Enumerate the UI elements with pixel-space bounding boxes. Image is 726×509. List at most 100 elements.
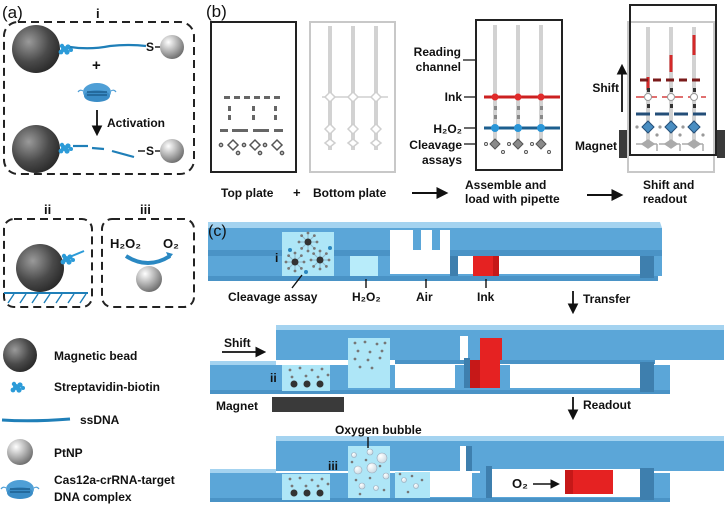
ptnp-dot xyxy=(306,231,310,235)
legend: Magnetic bead Streptavidin-biotin ssDNA … xyxy=(0,338,175,504)
catalysis-arrow xyxy=(124,254,172,265)
magnetic-bead-dot xyxy=(316,489,324,497)
ptnp-dot xyxy=(382,488,386,492)
streptavidin-biotin-icon xyxy=(10,381,25,393)
ptnp-dot xyxy=(309,258,313,262)
ptnp-dot xyxy=(306,249,310,253)
oxygen-bubble xyxy=(382,472,390,480)
legend-label: PtNP xyxy=(54,446,83,460)
panel-a-label: (a) xyxy=(2,3,23,22)
cleavage-assays-label: Cleavage xyxy=(409,138,462,152)
streptavidin-biotin-icon xyxy=(58,142,73,154)
ptnp-dot xyxy=(410,474,414,478)
oxygen-bubble xyxy=(413,483,419,489)
step-shift-readout: Shift and xyxy=(643,178,694,192)
legend-item: Streptavidin-biotin xyxy=(10,380,160,394)
ptnp-dot xyxy=(316,484,320,488)
ptnp-dot xyxy=(290,484,294,488)
ptnp-dot xyxy=(310,368,314,372)
ptnp-dot xyxy=(350,460,354,464)
oxygen-bubble xyxy=(358,482,366,490)
h2o2-label: H₂O₂ xyxy=(433,122,462,136)
ptnp-dot xyxy=(320,477,324,481)
ptnp-dot xyxy=(356,349,360,353)
oxygen-bubble xyxy=(401,477,407,483)
magnetic-bead-dot xyxy=(316,256,324,264)
ptnp-dot xyxy=(293,251,297,255)
ptnp-dot xyxy=(284,260,288,264)
cas12a-complex-icon xyxy=(0,479,40,500)
ptnp-dot xyxy=(312,246,316,250)
legend-label: Streptavidin-biotin xyxy=(54,380,160,394)
magnet-block xyxy=(619,130,627,158)
ptnp-dot xyxy=(358,365,362,369)
ptnp-dot xyxy=(300,246,304,250)
legend-item: Magnetic bead xyxy=(3,338,137,372)
magnetic-bead-dot xyxy=(291,258,299,266)
ptnp-dot xyxy=(406,490,410,494)
panel-b-label: (b) xyxy=(206,2,227,21)
step-assemble: Assemble and xyxy=(465,178,546,192)
legend-label: DNA complex xyxy=(54,490,132,504)
sub-iii-label: iii xyxy=(328,459,338,473)
cleaved-dna-fragment xyxy=(111,149,135,159)
panel-a: (a) i S + Activation S ii xyxy=(2,3,195,308)
magnetic-bead-icon xyxy=(3,338,37,372)
sub-iii-label: iii xyxy=(140,202,151,217)
ptnp-icon xyxy=(160,139,184,163)
ptnp-dot xyxy=(364,458,368,462)
oxygen-bubble xyxy=(353,465,363,475)
ptnp-dot xyxy=(378,464,382,468)
magnetic-bead-icon xyxy=(12,125,60,173)
shift-label: Shift xyxy=(224,336,251,350)
magnet-label: Magnet xyxy=(575,139,617,153)
surface-hatching xyxy=(7,293,87,304)
activation-label: Activation xyxy=(107,116,165,130)
step-plus: + xyxy=(293,185,301,200)
ptnp-dot xyxy=(304,484,308,488)
ptnp-dots xyxy=(288,340,387,388)
ptnp-dot xyxy=(290,375,294,379)
air-label: Air xyxy=(416,290,433,304)
ptnp-dot xyxy=(297,240,301,244)
transfer-label: Transfer xyxy=(583,292,631,306)
cleaved-dna-fragment xyxy=(91,146,105,151)
ptnp-dot xyxy=(383,341,387,345)
strep-dot xyxy=(304,270,308,274)
ptnp-dot xyxy=(324,252,328,256)
thiol-label: S xyxy=(146,144,154,158)
ptnp-dot xyxy=(370,366,374,370)
h2o2-label: H₂O₂ xyxy=(352,290,381,304)
oxygen-bubble xyxy=(366,462,378,474)
panel-b: (b) xyxy=(206,2,725,206)
ptnp-dot xyxy=(287,266,291,270)
streptavidin-biotin-icon xyxy=(58,43,73,55)
legend-item: ssDNA xyxy=(1,413,120,427)
magnetic-bead-dot xyxy=(316,380,324,388)
sub-ii-label: ii xyxy=(270,371,277,385)
oxygen-bubble xyxy=(376,452,388,464)
ink-label: Ink xyxy=(445,90,463,104)
cleavage-assays-label: assays xyxy=(422,153,462,167)
ptnp-dot xyxy=(327,258,331,262)
assembled-plate xyxy=(475,19,563,171)
ptnp-icon xyxy=(160,35,184,59)
oxygen-bubble xyxy=(351,452,357,458)
ptnp-dot xyxy=(302,260,306,264)
ptnp-dot xyxy=(353,341,357,345)
ptnp-dot xyxy=(380,349,384,353)
ptnp-dot xyxy=(363,340,367,344)
ptnp-dot xyxy=(288,477,292,481)
ptnp-dot xyxy=(326,373,330,377)
stage-iii xyxy=(210,436,724,502)
ptnp-dot xyxy=(315,240,319,244)
magnet-block xyxy=(717,130,725,158)
stage-ii xyxy=(210,325,724,394)
shifted-plate xyxy=(619,4,725,173)
step-bottom-plate: Bottom plate xyxy=(313,186,387,200)
ptnp-icon xyxy=(7,439,33,465)
o2-label: O₂ xyxy=(512,476,528,491)
cas12a-complex-icon xyxy=(77,82,117,103)
ptnp-dot xyxy=(320,367,324,371)
